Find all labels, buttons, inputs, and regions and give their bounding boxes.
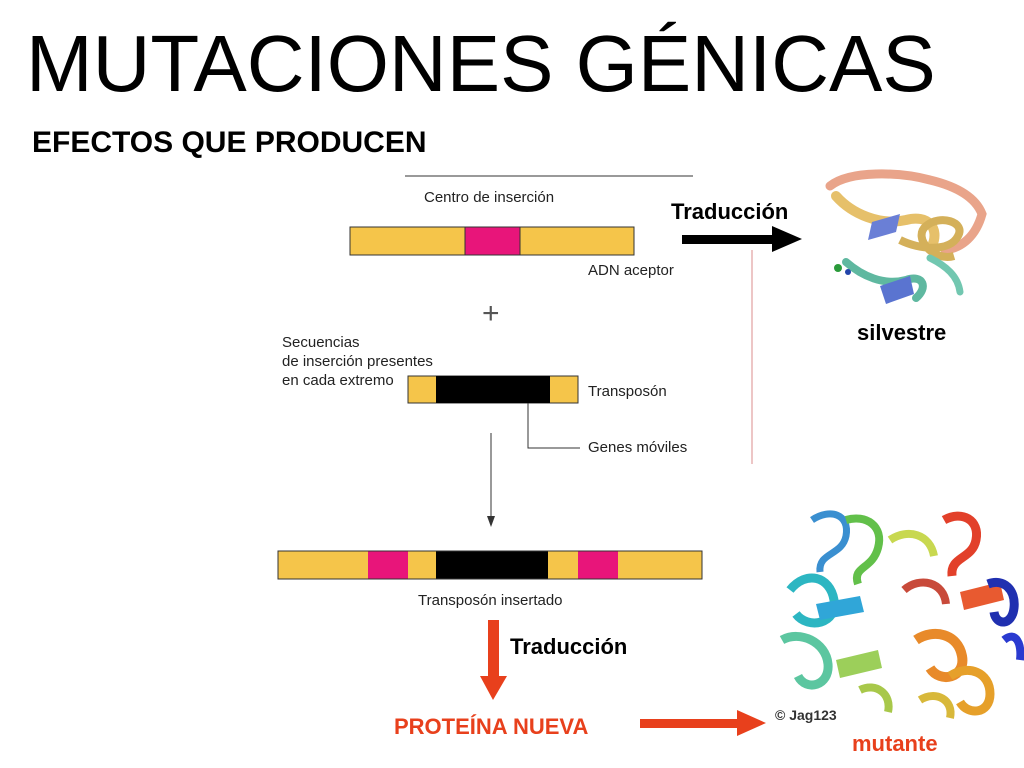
mobile-genes-connector bbox=[527, 403, 580, 449]
insertion-site-segment bbox=[464, 226, 521, 256]
transposon-core-segment bbox=[436, 376, 550, 403]
insertion-sequences-line-2: de inserción presentes bbox=[282, 353, 433, 370]
copyright-text: © Jag123 bbox=[775, 707, 837, 723]
translation-bottom-arrow-head bbox=[480, 676, 507, 700]
translation-top-arrow-shaft bbox=[682, 235, 774, 244]
inserted-transposon-core bbox=[436, 551, 548, 579]
page-title: MUTACIONES GÉNICAS bbox=[26, 19, 936, 108]
new-protein-arrow-head bbox=[737, 710, 766, 736]
page-subtitle: EFECTOS QUE PRODUCEN bbox=[32, 126, 427, 159]
mobile-genes-label: Genes móviles bbox=[588, 439, 688, 456]
insertion-sequences-line-1: Secuencias bbox=[282, 334, 360, 351]
insertion-sequences-line-3: en cada extremo bbox=[282, 372, 394, 389]
translation-top-arrow-head bbox=[772, 226, 802, 252]
inserted-dna-outline bbox=[277, 550, 703, 580]
insertion-center-label: Centro de inserción bbox=[424, 189, 555, 206]
translation-top-label: Traducción bbox=[671, 199, 789, 224]
insertion-arrow-head bbox=[487, 516, 495, 527]
acceptor-dna-label: ADN aceptor bbox=[588, 262, 674, 279]
translation-bottom-arrow-shaft bbox=[488, 620, 499, 680]
new-protein-label: PROTEÍNA NUEVA bbox=[394, 714, 589, 739]
mutant-protein-image bbox=[779, 510, 1024, 719]
inserted-left-pink bbox=[368, 551, 408, 579]
inserted-transposon-label: Transposón insertado bbox=[418, 592, 563, 609]
new-protein-arrow-shaft bbox=[640, 719, 740, 728]
wild-type-label: silvestre bbox=[857, 320, 947, 345]
wild-type-protein-image bbox=[825, 169, 987, 304]
inserted-right-pink bbox=[578, 551, 618, 579]
mutant-label: mutante bbox=[852, 731, 938, 756]
translation-bottom-label: Traducción bbox=[510, 634, 628, 659]
transposon-label: Transposón bbox=[588, 383, 667, 400]
plus-sign: + bbox=[482, 297, 500, 330]
